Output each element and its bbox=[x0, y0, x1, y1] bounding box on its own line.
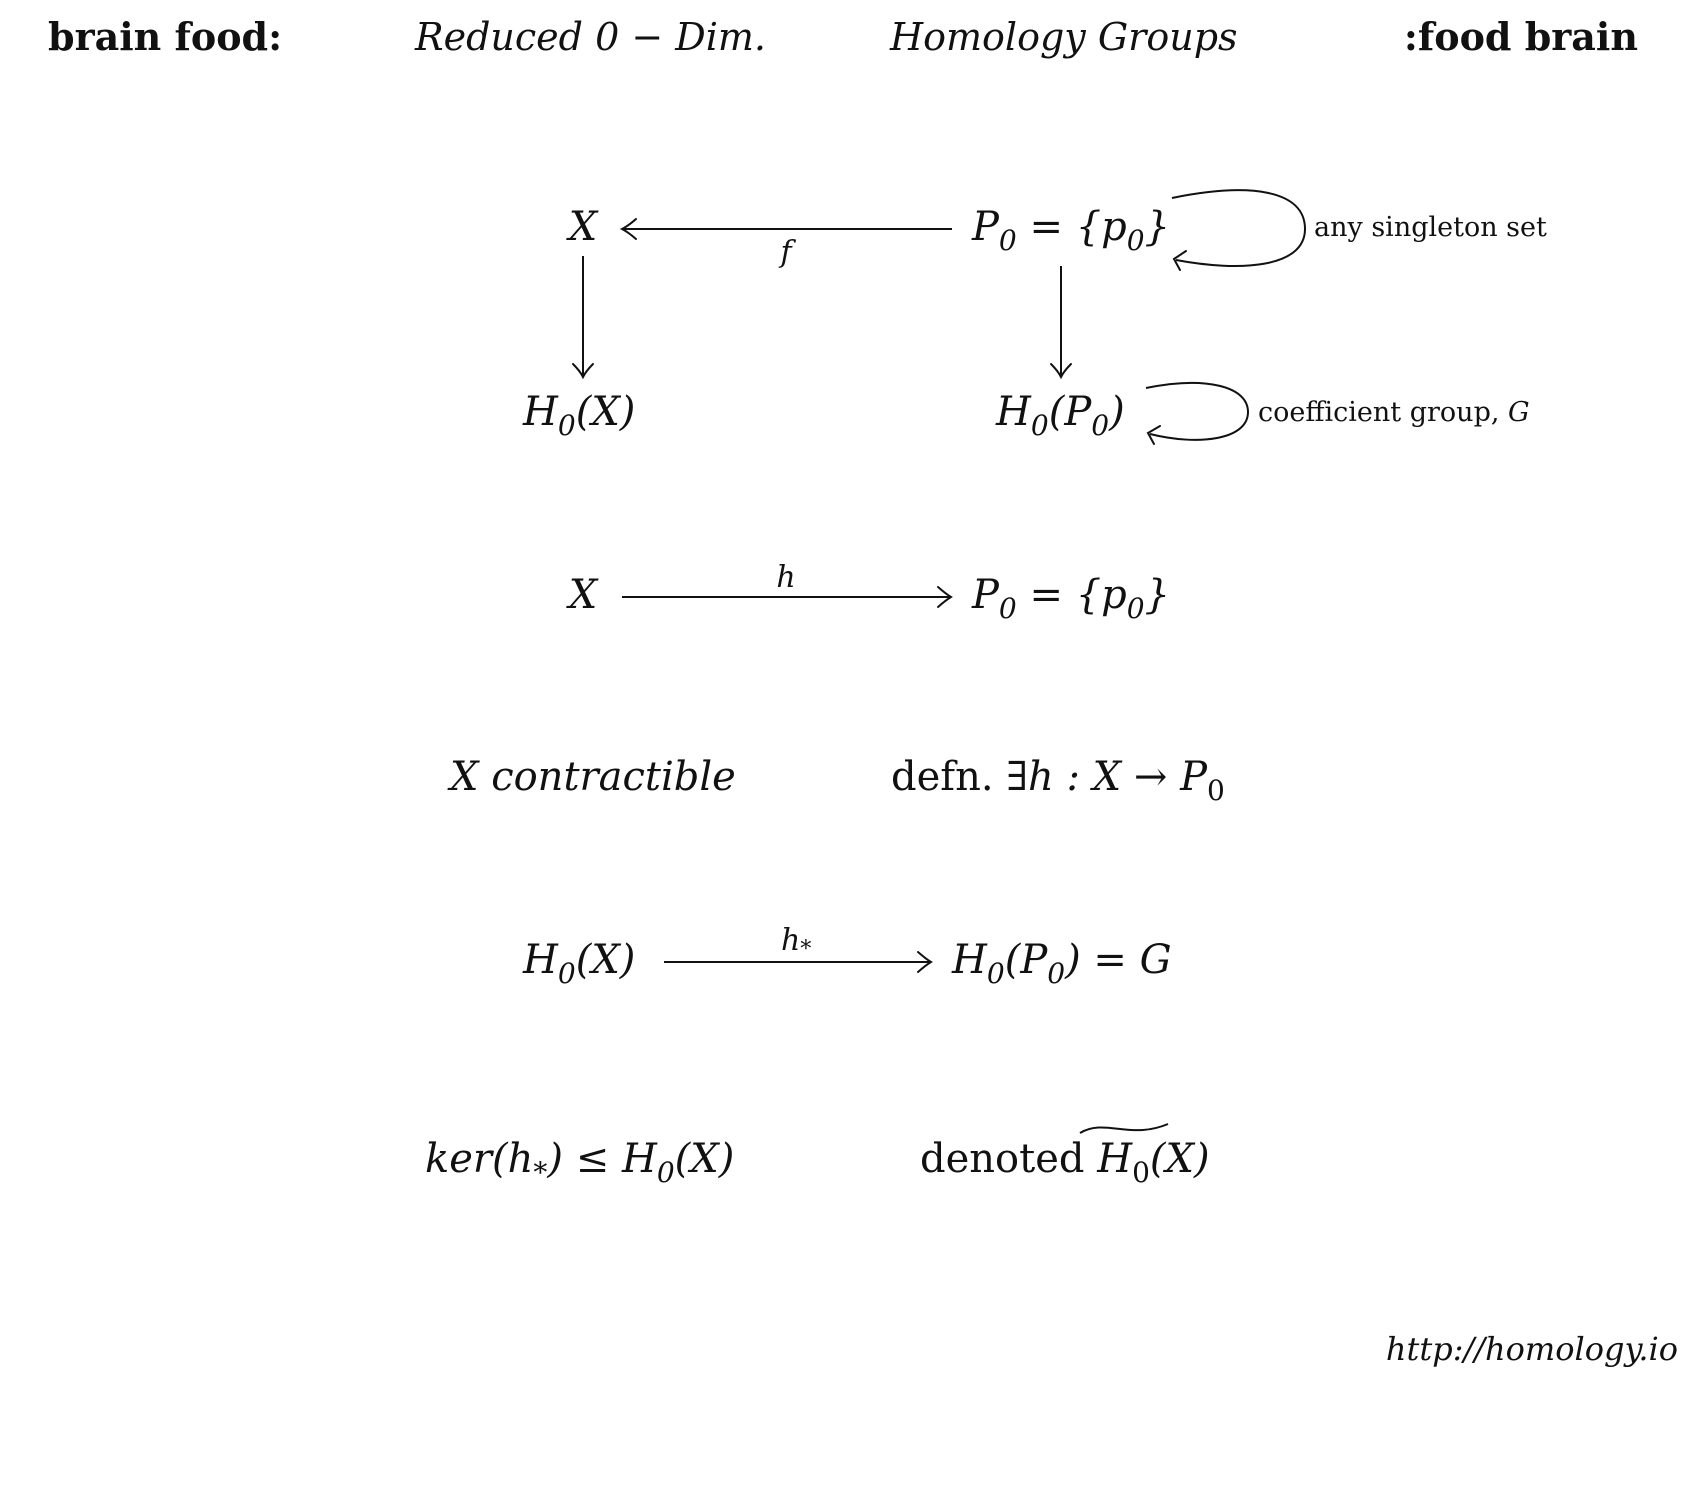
x-node: X bbox=[566, 204, 599, 250]
h-star-arrow bbox=[664, 951, 933, 973]
h-star-label: h* bbox=[781, 923, 811, 962]
contractible-statement: X contractible bbox=[447, 754, 736, 800]
svg-text:H0(P0): H0(P0) bbox=[995, 389, 1125, 442]
h-arrow bbox=[622, 586, 953, 608]
loop1-label: any singleton set bbox=[1314, 212, 1547, 243]
x-down-arrow bbox=[572, 256, 594, 380]
svg-text:coefficient group, G: coefficient group, G bbox=[1258, 397, 1530, 428]
h0x-node-3: H0(X) bbox=[522, 937, 635, 990]
h0p-node: H0(P0) bbox=[995, 389, 1125, 442]
svg-text:H0(X): H0(X) bbox=[522, 389, 635, 442]
header-right: :food brain bbox=[1404, 14, 1638, 59]
p0-node: P0 = {p0} bbox=[971, 204, 1170, 257]
header-left: brain food: bbox=[48, 14, 282, 59]
h0p-equals-g: H0(P0) = G bbox=[951, 937, 1172, 990]
h-label: h bbox=[776, 560, 795, 595]
f-label: f bbox=[778, 235, 796, 270]
h0x-node: H0(X) bbox=[522, 389, 635, 442]
svg-text:H0(P0) = G: H0(P0) = G bbox=[951, 937, 1172, 990]
svg-text:X contractible: X contractible bbox=[447, 754, 736, 800]
svg-text:defn. ∃h : X → P0: defn. ∃h : X → P0 bbox=[891, 754, 1225, 807]
svg-text:h*: h* bbox=[781, 923, 811, 962]
svg-text:P0 = {p0}: P0 = {p0} bbox=[971, 572, 1170, 625]
coefficient-loop-arrow bbox=[1145, 382, 1250, 445]
reduced-homology-notation: denoted H0(X) bbox=[920, 1123, 1210, 1189]
svg-text:P0 = {p0}: P0 = {p0} bbox=[971, 204, 1170, 257]
p0-down-arrow bbox=[1050, 266, 1072, 380]
svg-text:denoted H0(X): denoted H0(X) bbox=[920, 1136, 1210, 1189]
header-title-part2: Homology Groups bbox=[889, 15, 1238, 59]
definition-statement: defn. ∃h : X → P0 bbox=[891, 754, 1225, 807]
footer-url: http://homology.io bbox=[1386, 1330, 1678, 1368]
kernel-statement: ker(h*) ≤ H0(X) bbox=[425, 1136, 734, 1189]
header-title-part1: Reduced 0 − Dim. bbox=[414, 15, 766, 59]
p0-node-2: P0 = {p0} bbox=[971, 572, 1170, 625]
svg-text:H0(X): H0(X) bbox=[522, 937, 635, 990]
x-node-2: X bbox=[566, 572, 599, 618]
singleton-loop-arrow bbox=[1171, 189, 1307, 271]
tilde-mark bbox=[1079, 1123, 1169, 1134]
loop2-label: coefficient group, G bbox=[1258, 397, 1530, 428]
svg-text:ker(h*) ≤ H0(X): ker(h*) ≤ H0(X) bbox=[425, 1136, 734, 1189]
f-arrow bbox=[619, 218, 952, 240]
